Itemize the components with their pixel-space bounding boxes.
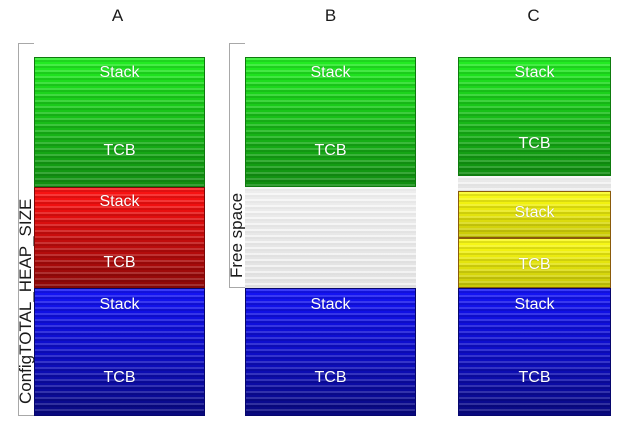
block-label-tcb: TCB — [103, 369, 136, 386]
block-stripes — [35, 58, 204, 186]
block-c-empty — [458, 43, 611, 57]
column-title-b: B — [324, 6, 337, 25]
block-label-stack: Stack — [514, 204, 555, 221]
block-stripes — [459, 192, 610, 237]
block-stripes — [459, 289, 610, 415]
block-label-stack: Stack — [310, 64, 351, 81]
block-stripes — [246, 289, 415, 415]
column-a-blocks: Stack TCB Stack TCB Stack TCB — [34, 43, 205, 416]
block-stripes — [35, 289, 204, 415]
block-label-stack: Stack — [99, 64, 140, 81]
block-b-free-space — [245, 187, 416, 288]
block-label-stack: Stack — [514, 64, 555, 81]
block-a-empty — [34, 43, 205, 57]
block-label-tcb: TCB — [518, 256, 551, 273]
block-label-tcb: TCB — [314, 369, 347, 386]
column-c-blocks: Stack TCB Stack TCB Stack TCB — [458, 43, 611, 416]
free-space-label: Free space — [227, 192, 246, 278]
block-label-stack: Stack — [514, 296, 555, 313]
heap-size-bracket — [18, 43, 34, 416]
block-stripes — [245, 187, 416, 288]
block-stripes — [459, 239, 610, 287]
block-label-tcb: TCB — [103, 254, 136, 271]
block-c-task-green[interactable]: Stack TCB — [458, 57, 611, 176]
free-space-bracket — [229, 43, 245, 288]
block-label-tcb: TCB — [518, 369, 551, 386]
block-a-task-red[interactable]: Stack TCB — [34, 187, 205, 288]
column-title-a: A — [111, 6, 124, 25]
block-label-tcb: TCB — [518, 135, 551, 152]
block-stripes — [246, 58, 415, 186]
block-b-task-blue[interactable]: Stack TCB — [245, 288, 416, 416]
block-stripes — [459, 58, 610, 175]
block-b-empty — [245, 43, 416, 57]
block-a-task-blue[interactable]: Stack TCB — [34, 288, 205, 416]
block-stripes — [35, 188, 204, 287]
heap-size-label: ConfigTOTAL_HEAP_SIZE — [16, 198, 35, 404]
block-label-stack: Stack — [99, 296, 140, 313]
block-b-task-green[interactable]: Stack TCB — [245, 57, 416, 187]
block-a-task-green[interactable]: Stack TCB — [34, 57, 205, 187]
block-label-tcb: TCB — [314, 142, 347, 159]
block-label-tcb: TCB — [103, 142, 136, 159]
column-title-c: C — [527, 6, 540, 25]
block-c-task-yellow-tcb[interactable]: TCB — [458, 238, 611, 288]
block-c-task-blue[interactable]: Stack TCB — [458, 288, 611, 416]
block-c-free-space — [458, 176, 611, 191]
column-b-blocks: Stack TCB Stack TCB — [245, 43, 416, 416]
block-stripes — [458, 176, 611, 191]
block-label-stack: Stack — [99, 193, 140, 210]
block-c-task-yellow-stack[interactable]: Stack — [458, 191, 611, 238]
block-label-stack: Stack — [310, 296, 351, 313]
